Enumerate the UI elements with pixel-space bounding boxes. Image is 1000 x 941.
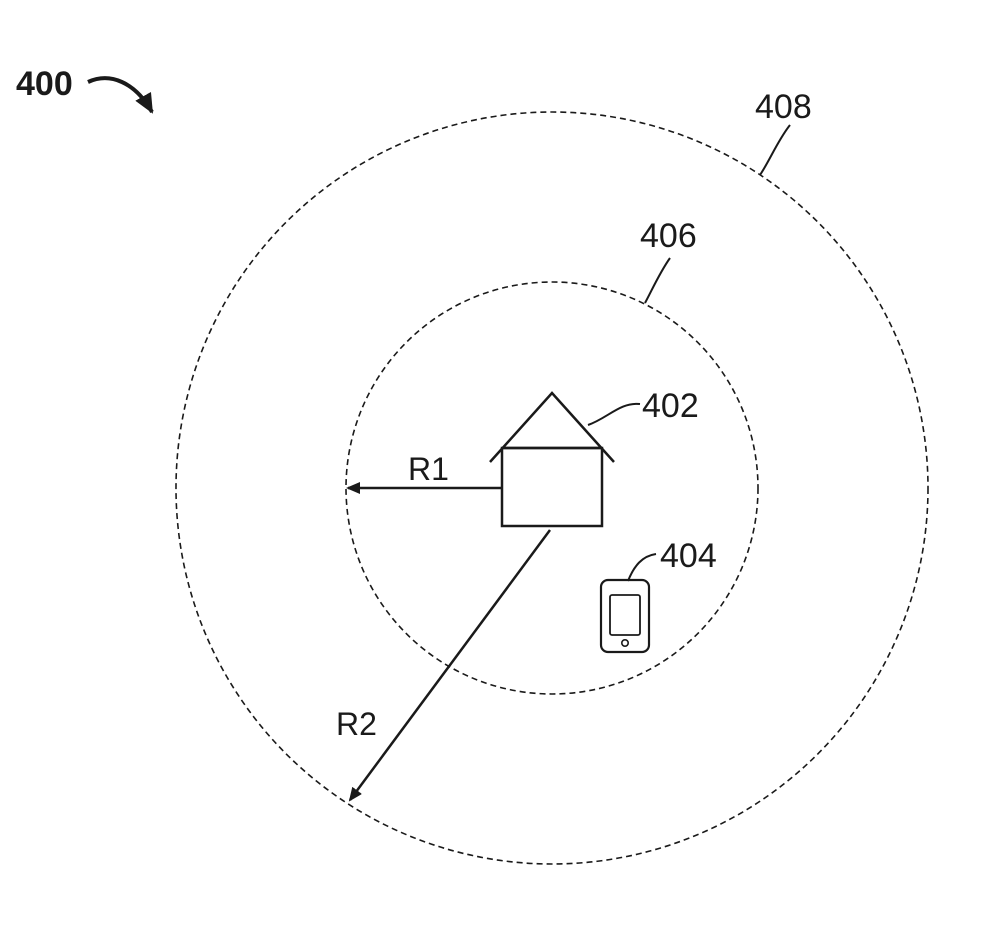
inner-zone-leader bbox=[644, 257, 671, 304]
device-label: 404 bbox=[660, 537, 717, 575]
building-leader bbox=[587, 402, 641, 426]
figure-number-arrow bbox=[87, 76, 154, 114]
outer-zone-leader bbox=[759, 124, 791, 176]
outer-zone-circle bbox=[175, 111, 929, 865]
radius-r2-arrow bbox=[348, 529, 552, 802]
house-icon bbox=[489, 391, 615, 528]
figure-number: 400 bbox=[16, 65, 73, 103]
inner-zone-label: 406 bbox=[640, 217, 697, 255]
smartphone-icon bbox=[599, 578, 651, 654]
device-leader bbox=[627, 553, 657, 582]
building-label: 402 bbox=[642, 387, 699, 425]
radius-r2-label: R2 bbox=[336, 706, 377, 742]
inner-zone-circle bbox=[345, 281, 759, 695]
outer-zone-label: 408 bbox=[755, 88, 812, 126]
radius-r1-label: R1 bbox=[408, 451, 449, 487]
